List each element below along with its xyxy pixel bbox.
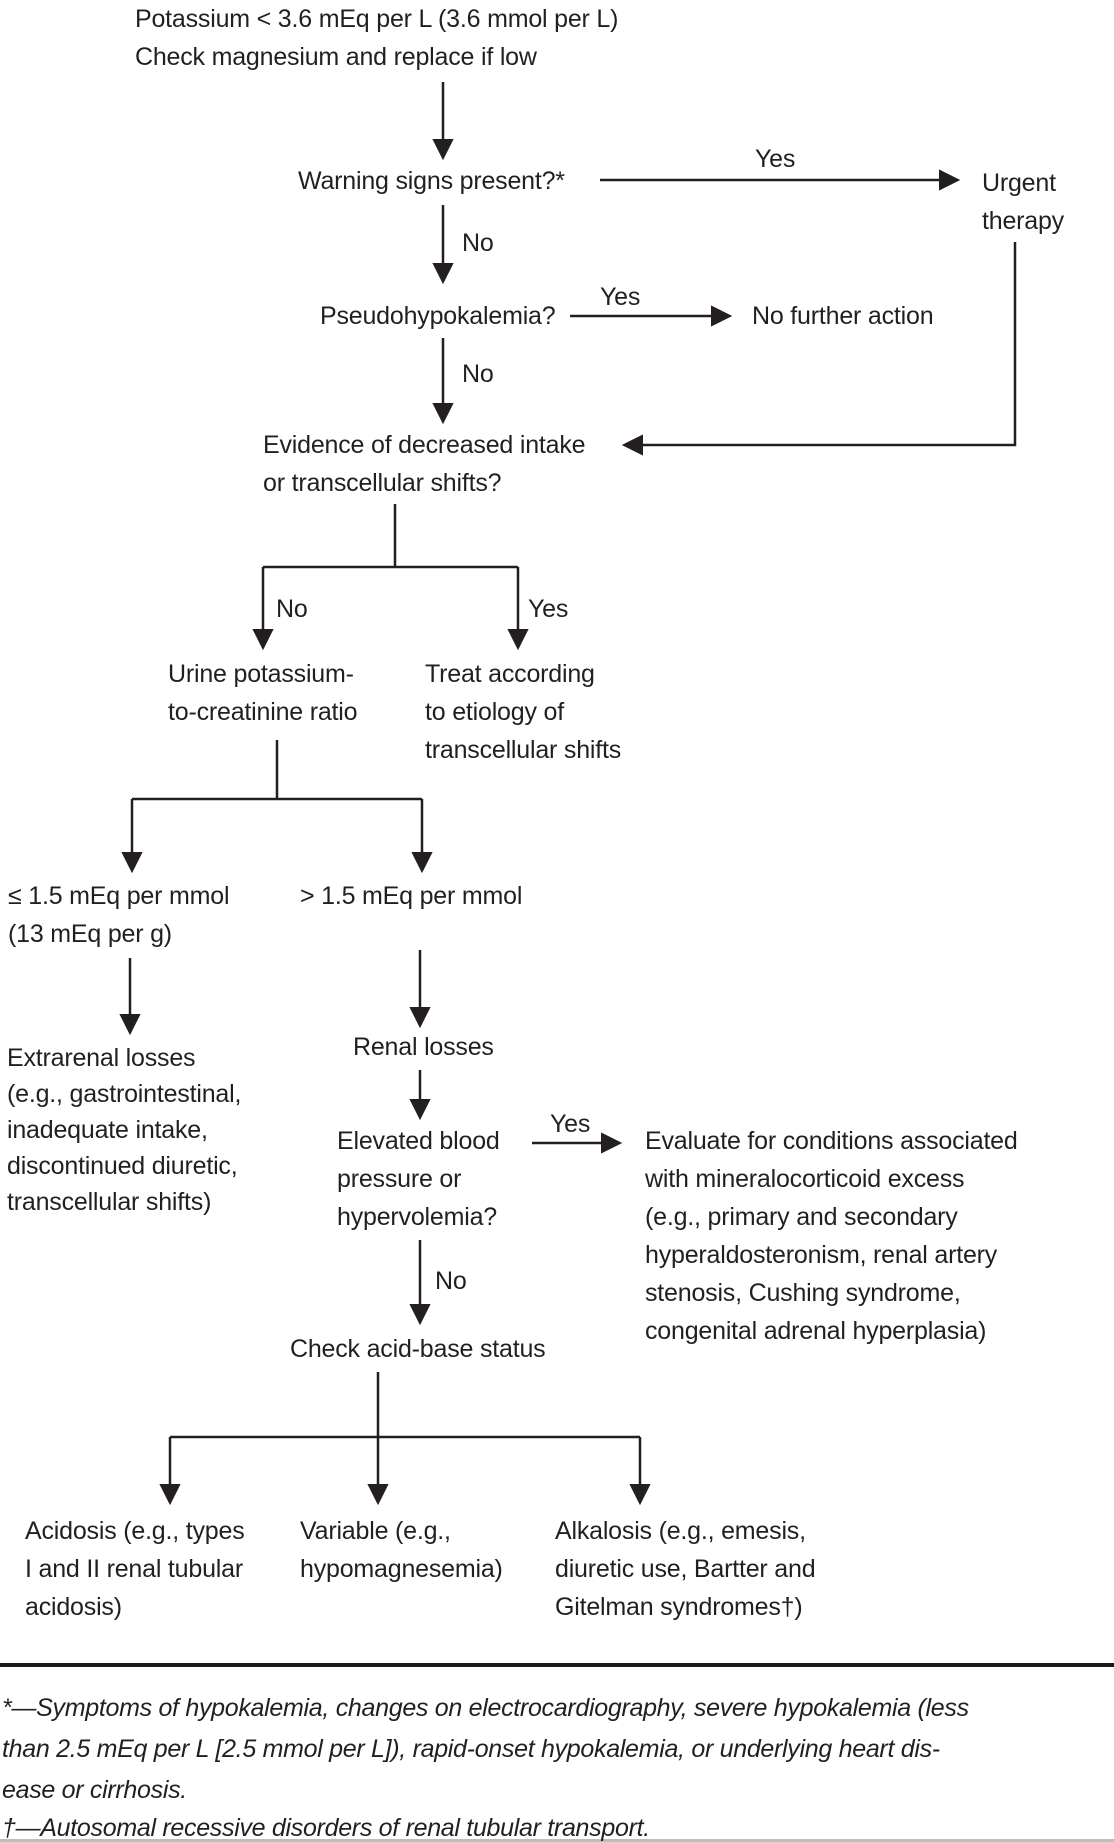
- node-urine-ratio: Urine potassium- to-creatinine ratio: [168, 655, 358, 731]
- node-evidence-line1: Evidence of decreased intake: [263, 431, 586, 459]
- node-extrarenal-line1: Extrarenal losses: [7, 1044, 196, 1072]
- label-no-elevated: No: [435, 1267, 467, 1295]
- node-evaluate-line4: hyperaldosteronism, renal artery: [645, 1241, 998, 1269]
- node-alkalosis-line1: Alkalosis (e.g., emesis,: [555, 1517, 806, 1545]
- node-start-line2: Check magnesium and replace if low: [135, 43, 537, 71]
- node-start: Potassium < 3.6 mEq per L (3.6 mmol per …: [135, 0, 618, 76]
- node-alkalosis-line2: diuretic use, Bartter and: [555, 1555, 816, 1583]
- node-acidosis-line1: Acidosis (e.g., types: [25, 1517, 245, 1545]
- node-extrarenal-line5: transcellular shifts): [7, 1188, 212, 1216]
- footnote-asterisk-line3: ease or cirrhosis.: [2, 1776, 187, 1804]
- node-extrarenal-line4: discontinued diuretic,: [7, 1152, 238, 1180]
- label-no-evidence: No: [276, 595, 308, 623]
- node-evaluate-line5: stenosis, Cushing syndrome,: [645, 1279, 961, 1307]
- node-evaluate-line6: congenital adrenal hyperplasia): [645, 1317, 987, 1345]
- node-variable-line1: Variable (e.g.,: [300, 1517, 451, 1545]
- node-acidosis: Acidosis (e.g., types I and II renal tub…: [25, 1512, 245, 1626]
- node-no-further-action: No further action: [752, 302, 934, 330]
- node-check-acid-base: Check acid-base status: [290, 1335, 546, 1363]
- label-yes-warning: Yes: [755, 145, 796, 173]
- node-evaluate-line1: Evaluate for conditions associated: [645, 1127, 1018, 1155]
- node-evaluate-line2: with mineralocorticoid excess: [645, 1165, 965, 1193]
- label-yes-elevated: Yes: [550, 1110, 591, 1138]
- node-extrarenal-line2: (e.g., gastrointestinal,: [7, 1080, 242, 1108]
- node-variable-line2: hypomagnesemia): [300, 1555, 503, 1583]
- node-urine-ratio-line2: to-creatinine ratio: [168, 698, 358, 726]
- node-treat-line3: transcellular shifts: [425, 736, 622, 764]
- node-evidence-intake: Evidence of decreased intake or transcel…: [263, 426, 586, 502]
- node-ratio-low-line1: ≤ 1.5 mEq per mmol: [8, 882, 230, 910]
- footnote-asterisk: *—Symptoms of hypokalemia, changes on el…: [2, 1688, 969, 1811]
- node-acidosis-line2: I and II renal tubular: [25, 1555, 243, 1583]
- footnote-asterisk-line2: than 2.5 mEq per L [2.5 mmol per L]), ra…: [2, 1735, 940, 1763]
- node-treat-line2: to etiology of: [425, 698, 564, 726]
- node-pseudohypokalemia: Pseudohypokalemia?: [320, 302, 556, 330]
- node-evaluate-mineralocorticoid: Evaluate for conditions associated with …: [645, 1122, 1018, 1350]
- node-urgent-line1: Urgent: [982, 169, 1056, 197]
- label-yes-pseudo: Yes: [600, 283, 641, 311]
- label-no-warning: No: [462, 229, 494, 257]
- node-acidosis-line3: acidosis): [25, 1593, 122, 1621]
- node-elevated-line2: pressure or: [337, 1165, 462, 1193]
- node-urgent-therapy: Urgent therapy: [982, 164, 1064, 240]
- node-elevated-line3: hypervolemia?: [337, 1203, 497, 1231]
- footnote-dagger: †—Autosomal recessive disorders of renal…: [2, 1814, 650, 1842]
- node-ratio-low: ≤ 1.5 mEq per mmol (13 mEq per g): [8, 877, 230, 953]
- node-elevated-bp: Elevated blood pressure or hypervolemia?: [337, 1122, 500, 1236]
- node-ratio-high: > 1.5 mEq per mmol: [300, 882, 523, 910]
- node-evaluate-line3: (e.g., primary and secondary: [645, 1203, 958, 1231]
- node-extrarenal-line3: inadequate intake,: [7, 1116, 208, 1144]
- node-elevated-line1: Elevated blood: [337, 1127, 500, 1155]
- node-urine-ratio-line1: Urine potassium-: [168, 660, 354, 688]
- node-warning-signs: Warning signs present?*: [298, 167, 565, 195]
- node-alkalosis-line3: Gitelman syndromes†): [555, 1593, 803, 1621]
- node-urgent-line2: therapy: [982, 207, 1064, 235]
- label-no-pseudo: No: [462, 360, 494, 388]
- node-alkalosis: Alkalosis (e.g., emesis, diuretic use, B…: [555, 1512, 816, 1626]
- arrow-urgent-elbow-to-evidence: [621, 242, 1017, 456]
- node-variable: Variable (e.g., hypomagnesemia): [300, 1512, 503, 1588]
- node-extrarenal-losses: Extrarenal losses (e.g., gastrointestina…: [7, 1040, 241, 1220]
- node-evidence-line2: or transcellular shifts?: [263, 469, 502, 497]
- label-yes-evidence: Yes: [528, 595, 569, 623]
- node-start-line1: Potassium < 3.6 mEq per L (3.6 mmol per …: [135, 5, 619, 33]
- node-treat-shifts: Treat according to etiology of transcell…: [425, 655, 621, 769]
- node-renal-losses: Renal losses: [353, 1033, 494, 1061]
- footnote-asterisk-line1: *—Symptoms of hypokalemia, changes on el…: [2, 1694, 969, 1722]
- node-ratio-low-line2: (13 mEq per g): [8, 920, 172, 948]
- node-treat-line1: Treat according: [425, 660, 595, 688]
